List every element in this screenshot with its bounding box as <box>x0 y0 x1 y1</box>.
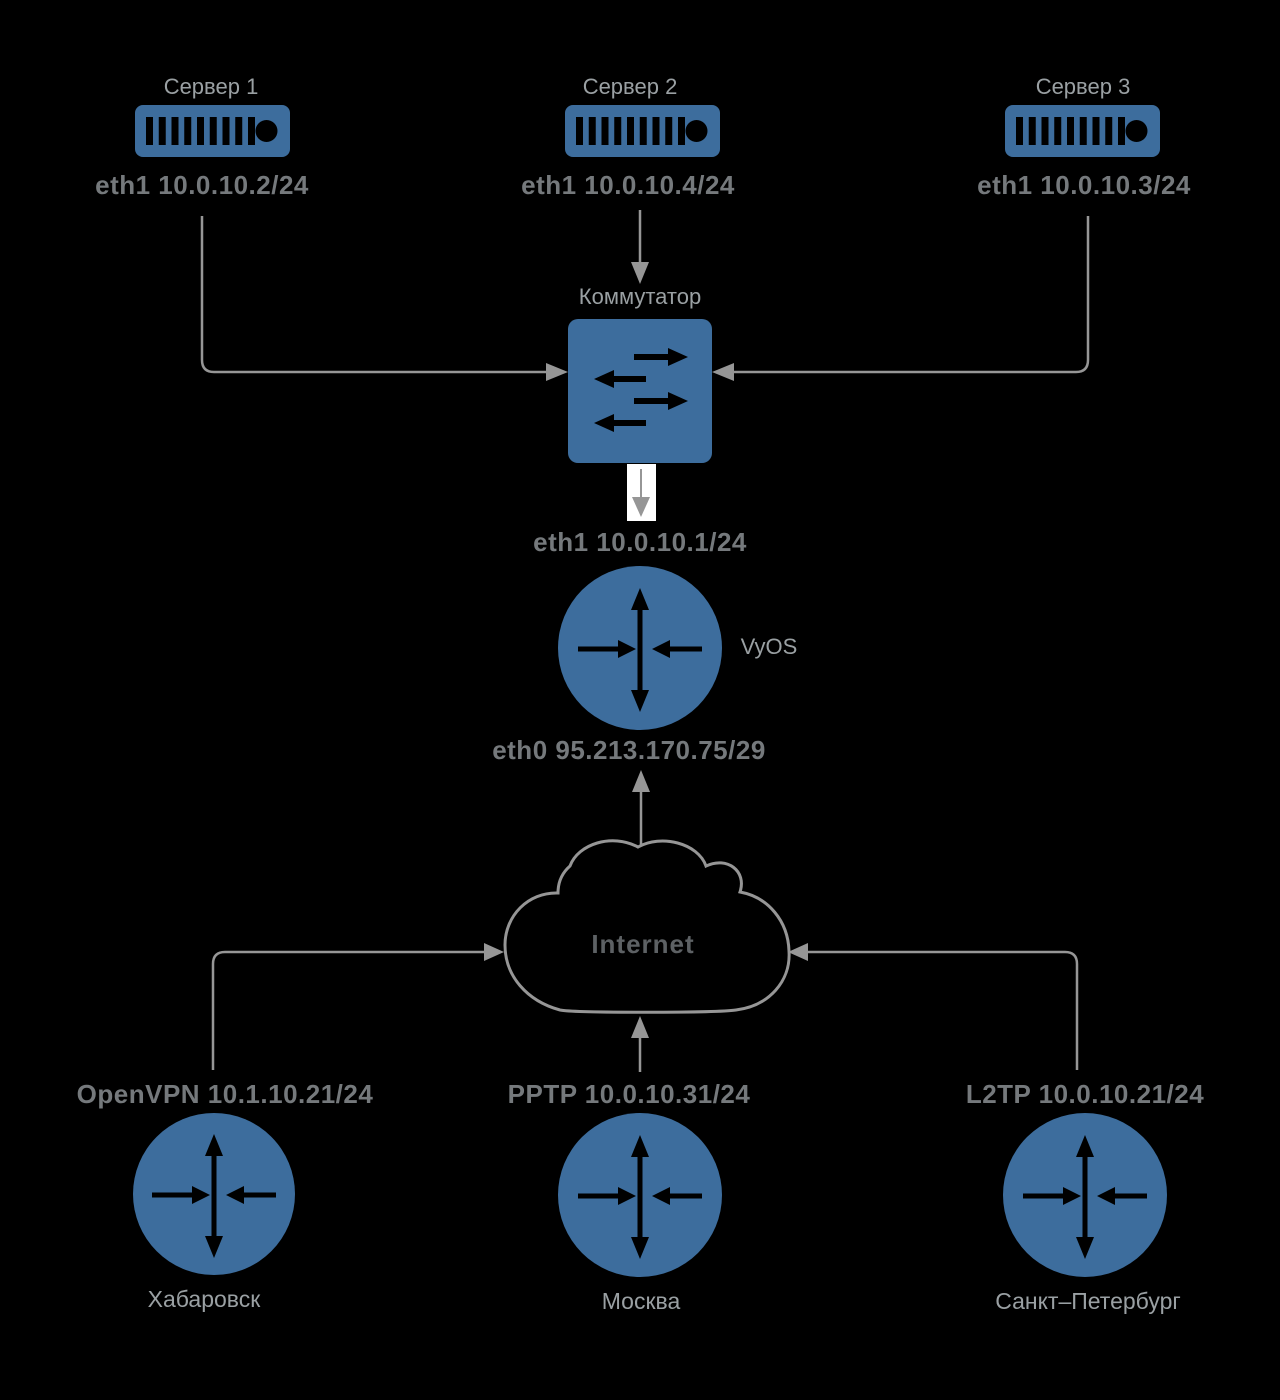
moscow-vpn-label: PPTP 10.0.10.31/24 <box>507 1079 751 1109</box>
server-1-icon <box>135 105 290 157</box>
server-2-interface: eth1 10.0.10.4/24 <box>521 170 735 200</box>
connector-spb-to-cloud <box>788 943 1079 1070</box>
spb-city-label: Санкт–Петербург <box>995 1288 1181 1314</box>
khabarovsk-router-icon <box>133 1113 295 1275</box>
connector-moscow-to-cloud <box>631 1016 649 1072</box>
moscow-router-icon <box>558 1113 722 1277</box>
khabarovsk-vpn-label: OpenVPN 10.1.10.21/24 <box>76 1079 374 1109</box>
router-wan-interface: eth0 95.213.170.75/29 <box>492 735 766 765</box>
khabarovsk-city-label: Хабаровск <box>147 1286 261 1312</box>
server-3-interface: eth1 10.0.10.3/24 <box>977 170 1191 200</box>
server-2-label: Сервер 2 <box>582 74 678 99</box>
cloud-to-router-arrow <box>632 770 650 845</box>
server-3-icon <box>1005 105 1160 157</box>
spb-router-icon <box>1003 1113 1167 1277</box>
connector-server3-to-switch <box>712 216 1090 381</box>
connector-server2-to-switch <box>631 210 649 284</box>
router-lan-interface: eth1 10.0.10.1/24 <box>533 527 747 557</box>
server-1-interface: eth1 10.0.10.2/24 <box>95 170 309 200</box>
server-1-label: Сервер 1 <box>163 74 259 99</box>
switch-icon <box>568 319 712 463</box>
server-3-label: Сервер 3 <box>1035 74 1131 99</box>
cloud-label: Internet <box>591 929 695 959</box>
switch-label: Коммутатор <box>578 284 702 309</box>
server-2-icon <box>565 105 720 157</box>
connector-khabarovsk-to-cloud <box>211 943 504 1070</box>
spb-vpn-label: L2TP 10.0.10.21/24 <box>965 1079 1205 1109</box>
moscow-city-label: Москва <box>601 1288 681 1314</box>
connector-server1-to-switch <box>200 216 568 381</box>
switch-to-router-arrow <box>627 464 656 521</box>
vyos-router-icon <box>558 566 722 730</box>
cloud-icon <box>503 839 791 1014</box>
router-label: VyOS <box>740 634 798 659</box>
